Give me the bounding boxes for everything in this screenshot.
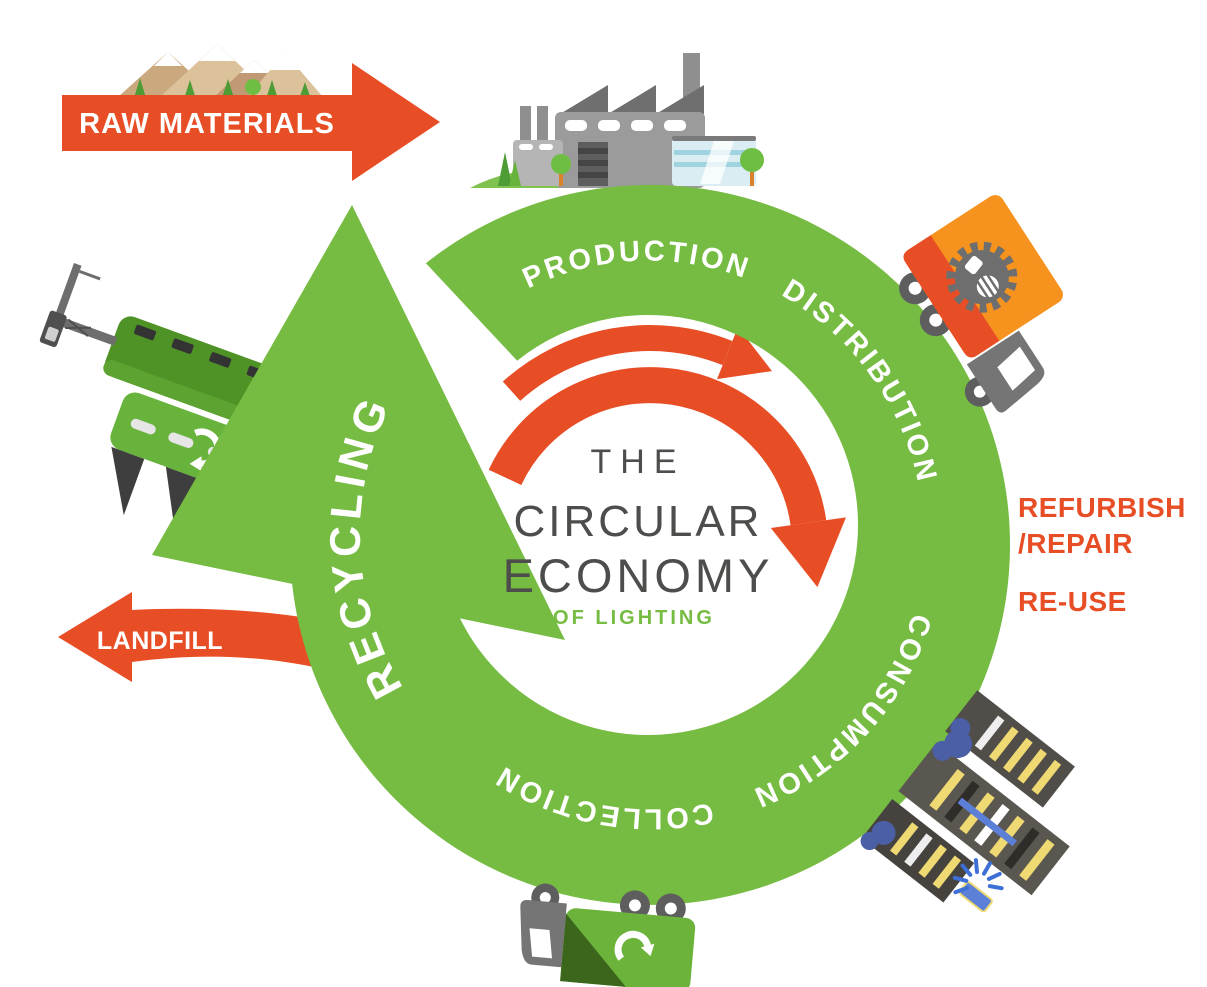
wheel-hub bbox=[539, 892, 551, 904]
window-stripe bbox=[904, 833, 933, 867]
title-line-1: THE bbox=[591, 443, 686, 481]
pine-tree bbox=[266, 80, 278, 99]
recycle-icon bbox=[614, 930, 655, 961]
window-stripe bbox=[932, 855, 962, 889]
glass-roof-edge bbox=[672, 136, 756, 141]
tree bbox=[245, 79, 261, 95]
tree-cluster bbox=[860, 717, 973, 851]
factory-illustration bbox=[470, 53, 764, 188]
dark-dash bbox=[171, 338, 194, 354]
tree bbox=[551, 154, 571, 174]
road-dash bbox=[168, 432, 194, 448]
dark-dash bbox=[209, 352, 232, 368]
window-stripe bbox=[1019, 839, 1055, 881]
annex-building bbox=[513, 140, 563, 186]
glass-glare bbox=[700, 141, 734, 184]
pine-tree bbox=[184, 80, 196, 99]
title-block: THE CIRCULAR ECONOMY OF LIGHTING bbox=[503, 443, 774, 629]
chimney-small bbox=[520, 106, 531, 142]
raw-materials-shaft bbox=[62, 95, 352, 151]
cycle-arrowhead bbox=[152, 205, 565, 640]
snow-cap bbox=[154, 52, 182, 66]
factory-window bbox=[631, 120, 653, 131]
delivery-truck-illustration bbox=[899, 195, 1063, 413]
window-stripe bbox=[1017, 748, 1047, 784]
pine-tree bbox=[498, 152, 512, 186]
snow-cap bbox=[269, 53, 301, 70]
factory-window bbox=[598, 120, 620, 131]
snow-cap bbox=[199, 44, 235, 61]
road-dash bbox=[130, 418, 156, 435]
wheel-hub bbox=[628, 899, 641, 912]
title-line-2: CIRCULAR bbox=[514, 497, 763, 546]
factory-window bbox=[565, 120, 587, 131]
truck-windshield bbox=[997, 346, 1036, 391]
window-stripe bbox=[1003, 737, 1033, 773]
door-slat bbox=[578, 148, 608, 154]
plant-shadow-wedge bbox=[111, 446, 145, 516]
door-slat bbox=[578, 160, 608, 166]
cycle-ring bbox=[291, 184, 1011, 905]
window-stripe bbox=[1004, 827, 1040, 870]
tree bbox=[740, 148, 764, 172]
trailer-stripe bbox=[903, 235, 1000, 358]
dark-dash bbox=[134, 324, 157, 341]
sawtooth-roof bbox=[656, 85, 704, 114]
loop-arrowhead bbox=[770, 517, 846, 588]
window-stripe bbox=[974, 715, 1005, 751]
window-stripe bbox=[988, 726, 1019, 762]
window-stripe bbox=[1031, 759, 1062, 795]
landfill-arrowhead bbox=[58, 592, 132, 682]
window-stripe bbox=[918, 844, 947, 878]
crane-icon bbox=[39, 263, 118, 348]
refurbish-label-line-1: REFURBISH bbox=[1018, 492, 1186, 523]
reuse-label: RE-USE bbox=[1018, 586, 1127, 617]
annex-window bbox=[539, 144, 553, 150]
refurbish-label-line-2: /REPAIR bbox=[1018, 528, 1133, 559]
raw-materials-label: RAW MATERIALS bbox=[79, 108, 335, 140]
tree-trunk bbox=[559, 172, 563, 186]
wheel-hub bbox=[664, 902, 677, 915]
city-illustration bbox=[860, 690, 1075, 913]
pine-tree bbox=[222, 79, 234, 98]
truck-windshield bbox=[529, 928, 553, 959]
loop-arrowhead bbox=[717, 327, 772, 380]
body-shade bbox=[560, 913, 626, 987]
starburst-icon bbox=[952, 858, 1004, 895]
window-stripe bbox=[890, 822, 919, 856]
inner-loop-labels: REFURBISH /REPAIR RE-USE bbox=[1018, 492, 1186, 617]
pine-tree bbox=[299, 82, 311, 99]
refurbish-loop-arrow bbox=[502, 325, 772, 401]
sawtooth-roof bbox=[608, 85, 656, 114]
door-slat bbox=[578, 172, 608, 178]
blue-streak bbox=[957, 797, 1018, 847]
chimney-small bbox=[537, 106, 548, 142]
wheel-hub bbox=[929, 313, 943, 327]
raw-materials-arrowhead bbox=[352, 63, 440, 181]
sawtooth-roof bbox=[560, 85, 608, 114]
title-line-3: ECONOMY bbox=[503, 549, 774, 602]
landfill-label: LANDFILL bbox=[97, 627, 223, 655]
garbage-truck-illustration bbox=[520, 883, 696, 987]
title-subtitle: OF LIGHTING bbox=[553, 607, 715, 629]
reuse-loop-arrow bbox=[488, 367, 846, 588]
inner-loop-arrows bbox=[488, 325, 846, 588]
raw-materials-arrow: RAW MATERIALS bbox=[62, 63, 440, 181]
factory-window bbox=[664, 120, 686, 131]
pine-tree bbox=[509, 160, 521, 186]
snow-cap bbox=[240, 60, 268, 73]
pine-tree bbox=[134, 78, 146, 98]
annex-window bbox=[519, 144, 533, 150]
window-stripe bbox=[929, 768, 965, 811]
wheel-hub bbox=[908, 281, 922, 295]
tree-trunk bbox=[750, 170, 754, 186]
